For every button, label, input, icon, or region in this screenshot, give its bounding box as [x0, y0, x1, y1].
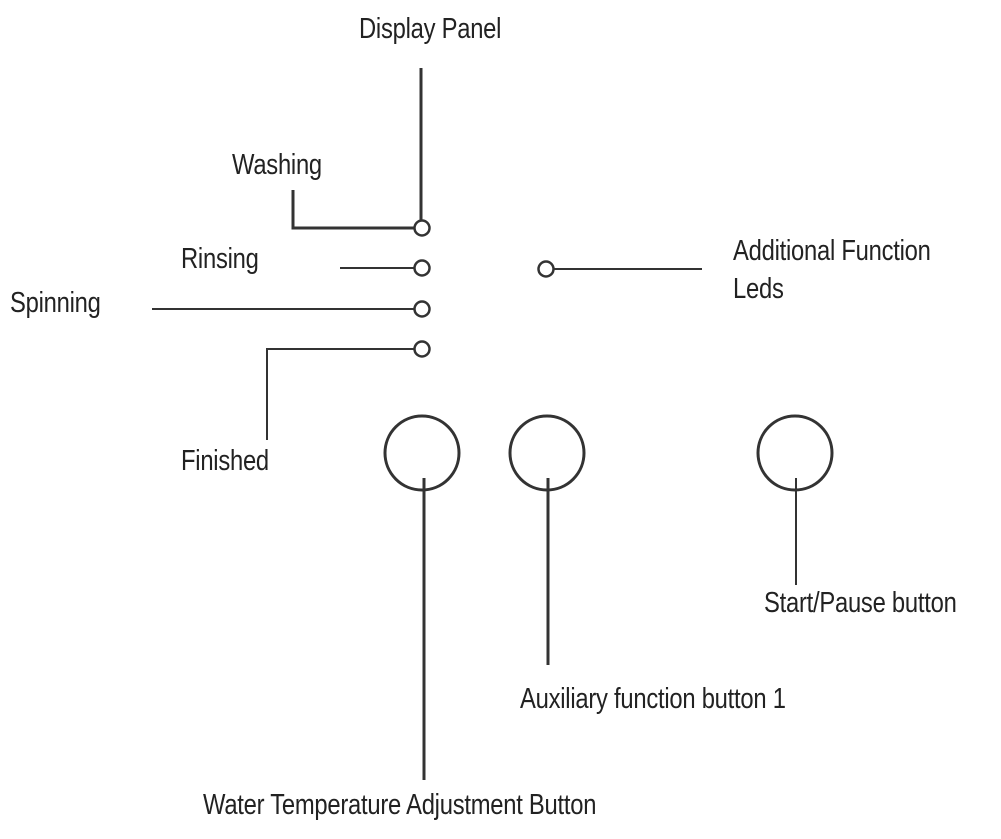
rinsing-led	[413, 259, 431, 277]
spinning-label: Spinning	[10, 287, 101, 319]
finished-label: Finished	[181, 445, 269, 477]
water-temperature-button	[383, 414, 461, 492]
washing-leader	[291, 190, 414, 230]
washing-label: Washing	[232, 149, 322, 181]
display-panel-label: Display Panel	[359, 13, 502, 45]
start-pause-label: Start/Pause button	[764, 587, 957, 619]
washing-led	[413, 219, 431, 237]
rinsing-label: Rinsing	[181, 243, 259, 275]
auxiliary-function-button-1-label: Auxiliary function button 1	[520, 683, 786, 715]
additional-function-led	[537, 260, 555, 278]
finished-led	[413, 340, 431, 358]
finished-leader	[266, 348, 414, 440]
water-temperature-label: Water Temperature Adjustment Button	[203, 789, 597, 821]
additional-function-leds-label: Additional Function Leds	[733, 235, 931, 305]
spinning-led	[413, 300, 431, 318]
